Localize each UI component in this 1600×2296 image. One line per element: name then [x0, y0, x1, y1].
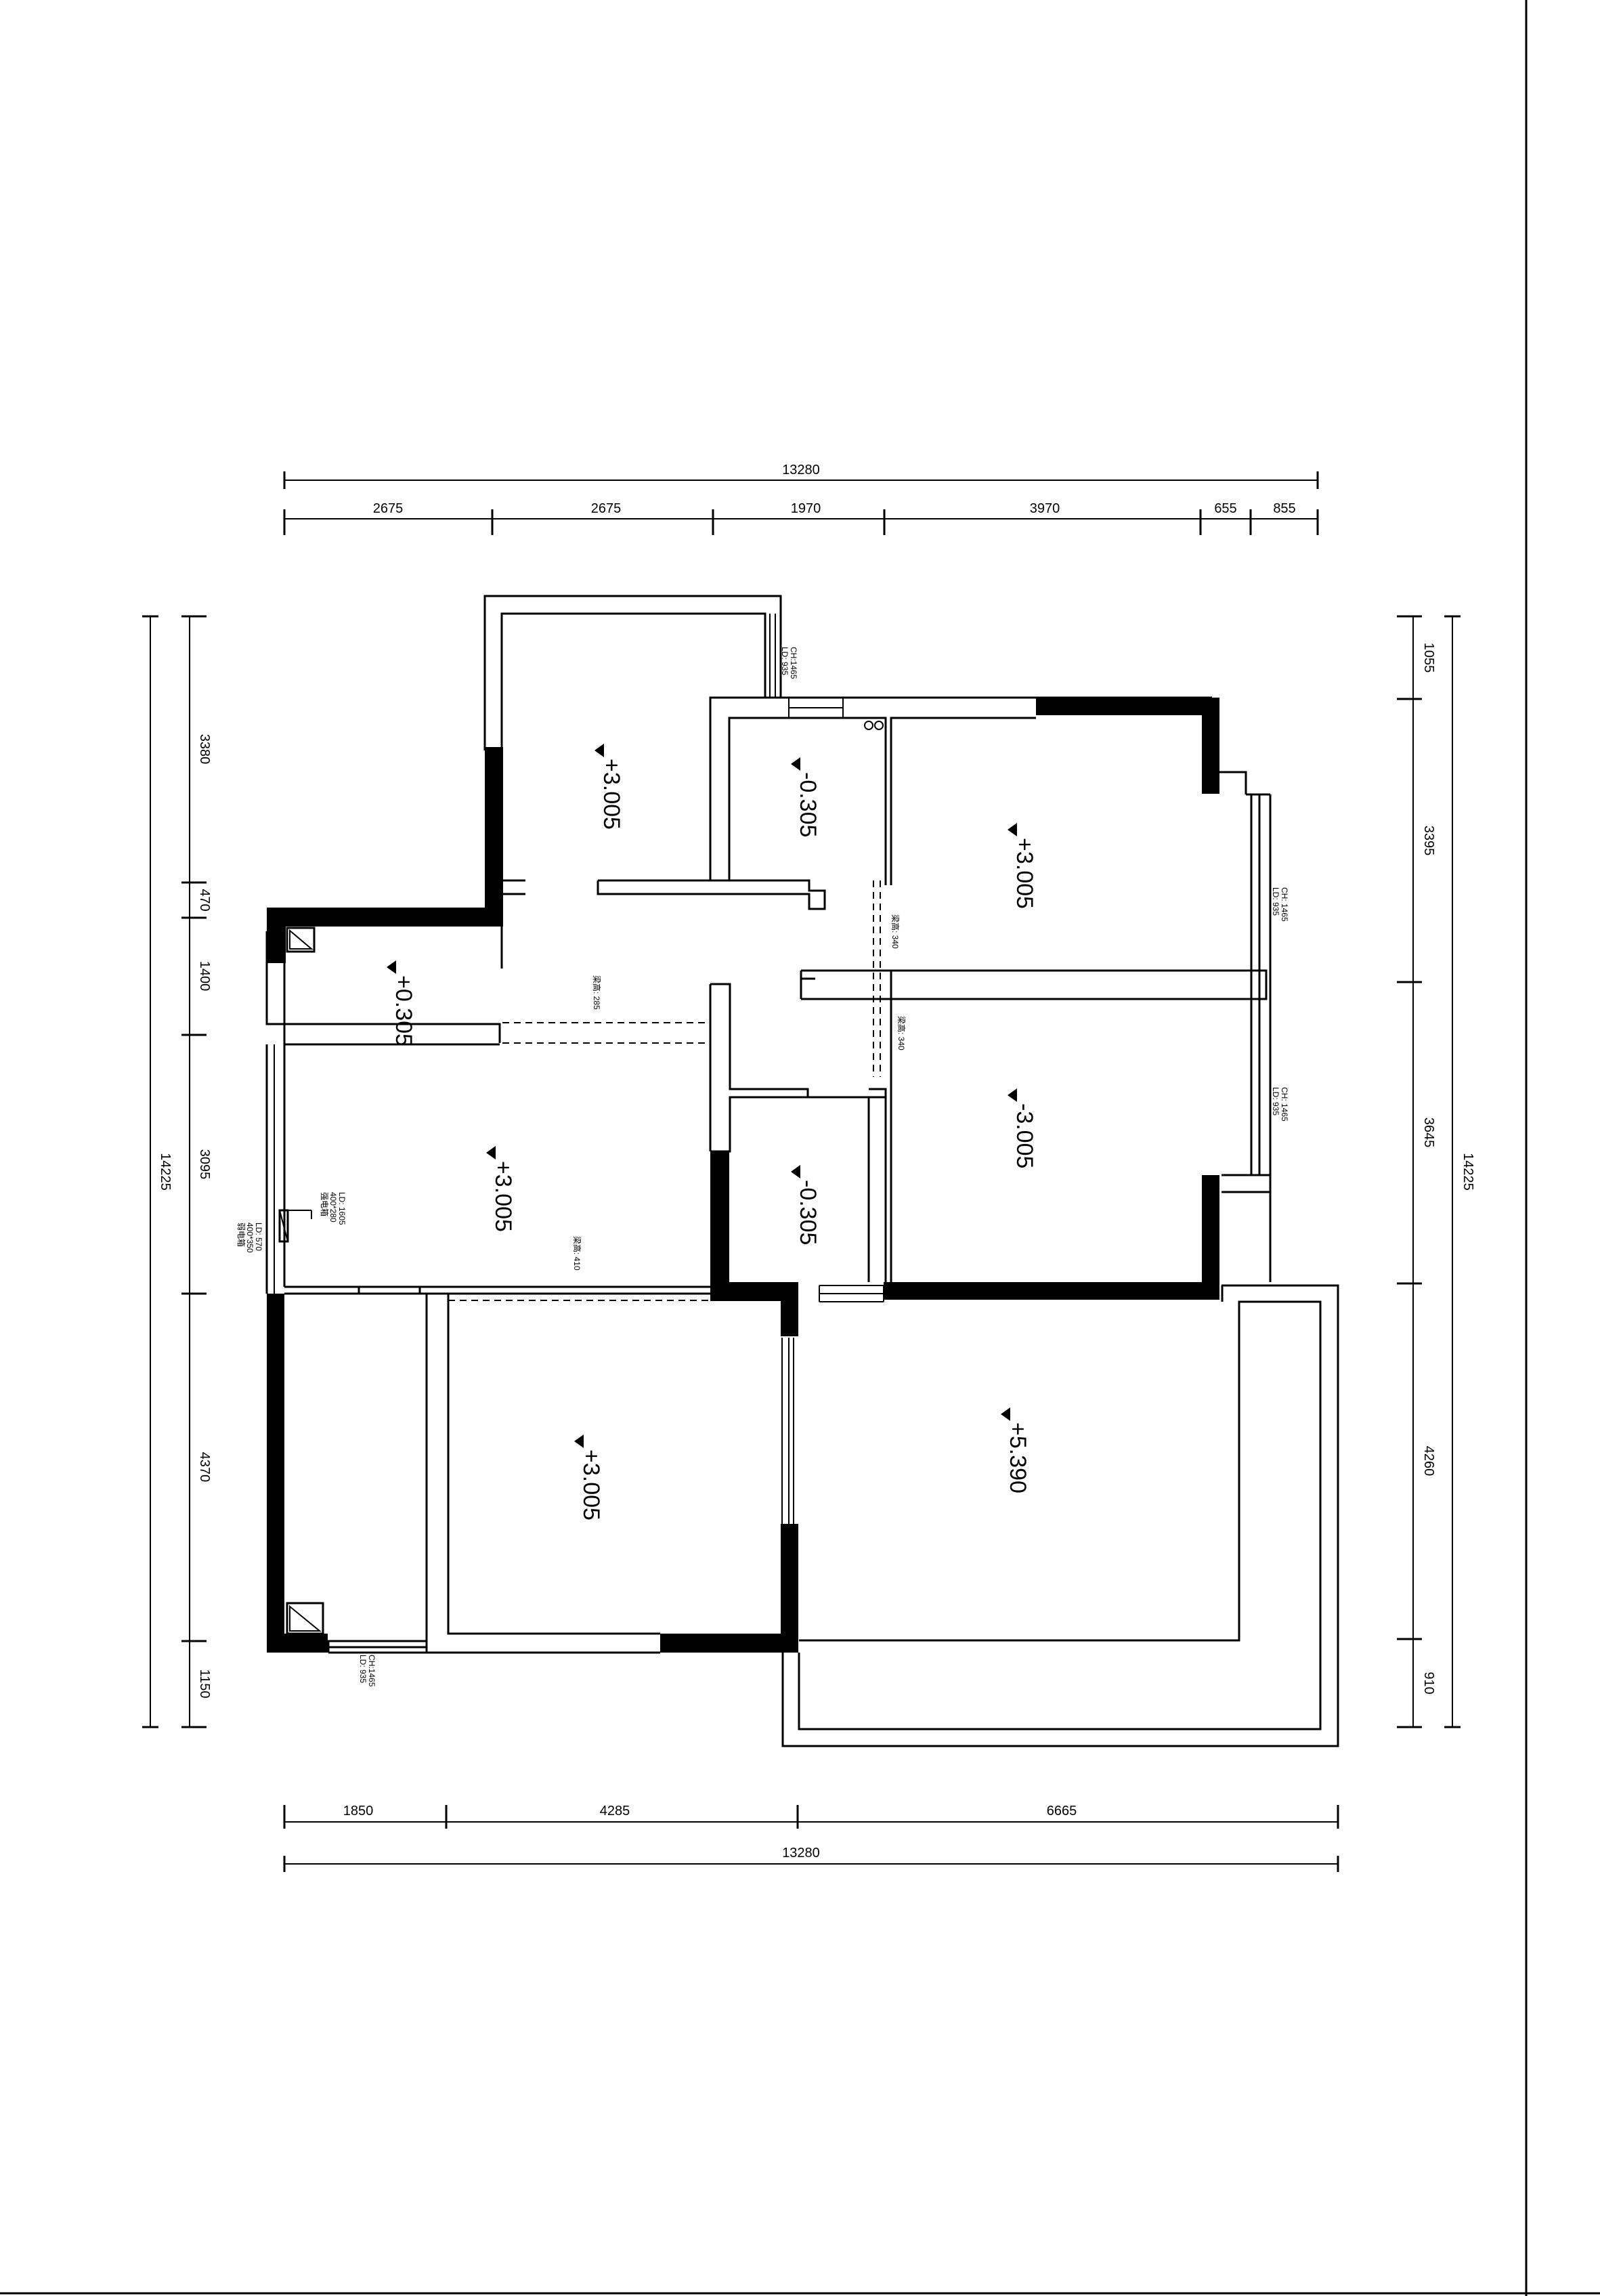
solid-walls	[267, 698, 1219, 1653]
level-label: +0.305	[391, 975, 416, 1046]
right-dimension-segment: 3395	[1421, 826, 1436, 856]
kitchen-shaft-icon	[286, 927, 316, 953]
beam-note: 梁高: 410	[572, 1236, 582, 1271]
right-dimension-segment: 3645	[1421, 1118, 1436, 1148]
level-label: +3.005	[1012, 838, 1037, 909]
top-dimension-chain: 13280 2675 2675 1970 3970 655 855	[283, 463, 1319, 535]
right-total-dimension: 14225	[1461, 1153, 1475, 1191]
pipe-icons	[864, 721, 884, 730]
window-note: LD: 935	[1271, 1087, 1280, 1115]
weak-box-note: LD: 570	[254, 1223, 263, 1251]
storage-shaft-icon	[286, 1602, 324, 1635]
electric-box-note: 强电箱	[320, 1192, 330, 1216]
top-dimension-segment: 855	[1273, 501, 1295, 516]
wall-outlines	[265, 595, 1339, 1747]
left-total-dimension: 14225	[158, 1153, 173, 1191]
window-note: LD: 935	[1271, 887, 1280, 916]
window-note: CH:1465	[789, 647, 798, 679]
level-label: -0.305	[795, 772, 821, 837]
window-note: LD: 935	[780, 647, 790, 675]
bottom-total-dimension: 13280	[782, 1846, 820, 1861]
level-label: -0.305	[795, 1180, 821, 1245]
top-dimension-segment: 655	[1214, 501, 1236, 516]
bottom-dimension-chain: 1850 4285 6665 13280	[283, 1804, 1339, 1872]
bottom-dimension-segment: 4285	[600, 1804, 630, 1819]
top-dimension-segment: 2675	[591, 501, 622, 516]
window-note: LD: 935	[358, 1655, 368, 1683]
electric-box-note: LD: 1605	[337, 1192, 347, 1225]
beam-lines	[448, 880, 881, 1301]
right-dimension-segment: 910	[1421, 1672, 1436, 1694]
right-dimension-segment: 1055	[1421, 643, 1436, 673]
beam-note: 梁高: 285	[592, 975, 602, 1010]
level-label: +3.005	[599, 759, 624, 830]
window-note: CH: 1465	[1280, 887, 1289, 922]
bottom-dimension-segment: 1850	[343, 1804, 374, 1819]
left-dimension-segment: 4370	[197, 1452, 212, 1483]
window-note: CH: 1465	[1280, 1087, 1289, 1122]
left-dimension-segment: 1150	[197, 1669, 212, 1698]
level-label: +5.390	[1005, 1422, 1031, 1493]
level-markers: +3.005 -0.305 +3.005 +0.305 +3.005 -3.00…	[387, 744, 1037, 1521]
annotations: LD: 935 CH:1465 LD: 935 CH: 1465 LD: 935…	[236, 647, 1289, 1687]
level-label: +3.005	[578, 1449, 604, 1521]
top-dimension-segment: 3970	[1030, 501, 1060, 516]
top-dimension-segment: 2675	[373, 501, 404, 516]
right-dimension-segment: 4260	[1421, 1446, 1436, 1476]
left-dimension-segment: 3095	[197, 1149, 212, 1180]
electric-box-note: 400*280	[328, 1192, 338, 1223]
beam-note: 梁高: 340	[896, 1016, 907, 1050]
level-label: -3.005	[1012, 1103, 1037, 1168]
level-label: +3.005	[490, 1161, 516, 1232]
electric-box-icon	[278, 1209, 312, 1243]
right-dimension-chain: 1055 3395 3645 4260 910 14225	[1397, 615, 1475, 1728]
bottom-dimension-segment: 6665	[1047, 1804, 1077, 1819]
left-dimension-segment: 1400	[197, 961, 212, 992]
beam-note: 梁高: 340	[890, 914, 901, 949]
weak-box-note: 弱电箱	[236, 1223, 246, 1247]
left-dimension-segment: 3380	[197, 734, 212, 765]
window-note: CH:1465	[367, 1655, 376, 1687]
weak-box-note: 400*350	[245, 1223, 255, 1253]
top-dimension-segment: 1970	[791, 501, 821, 516]
left-dimension-chain: 14225 3380 470 1400 3095 4370 1150	[142, 615, 212, 1728]
left-dimension-segment: 470	[197, 889, 212, 911]
top-total-dimension: 13280	[782, 463, 820, 477]
